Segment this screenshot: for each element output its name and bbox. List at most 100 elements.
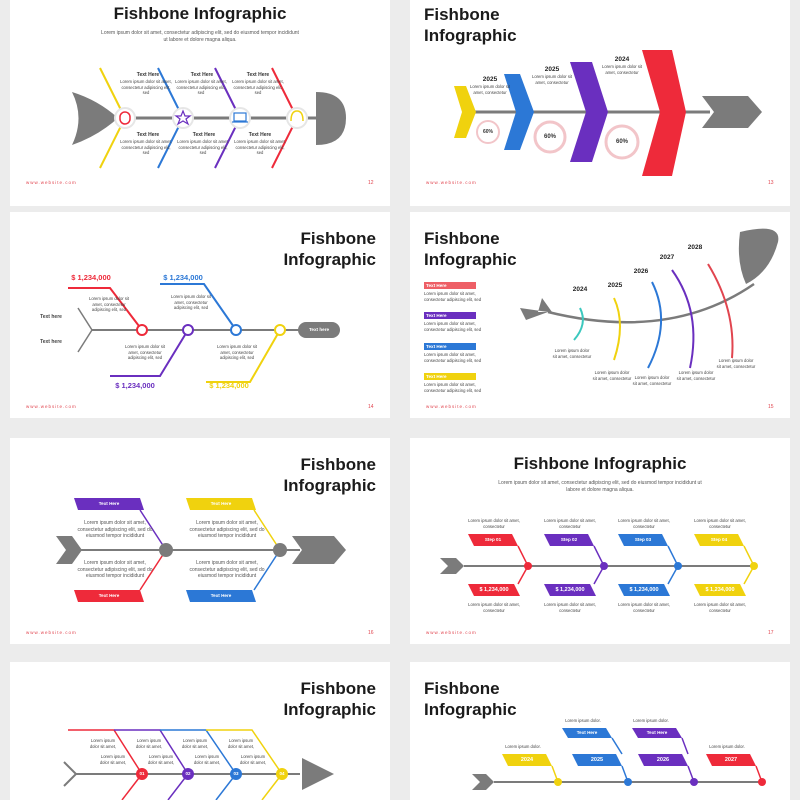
desc: Lorem ipsum dolor sit amet, consectetur — [544, 518, 596, 529]
footer-url[interactable]: www.website.com — [26, 404, 77, 409]
laptop-icon — [229, 107, 251, 129]
legend-label: Text Here — [426, 374, 447, 379]
text-here-button[interactable]: Text here — [308, 327, 330, 332]
page-number: 16 — [368, 630, 374, 636]
curved-fishbone-diagram — [424, 228, 779, 380]
money-label: $ 1,234,000 — [555, 587, 585, 593]
step-fishbone-diagram — [440, 534, 758, 596]
money-label: $ 1,234,000 — [115, 381, 155, 390]
desc: Lorem ipsum dolor sit amet, — [135, 738, 163, 749]
desc: Lorem ipsum dolor sit amet, consectetur … — [77, 520, 153, 539]
box-label: Text Here — [646, 730, 668, 735]
legend-desc: Lorem ipsum dolor sit amet, consectetur … — [424, 291, 482, 302]
page-number: 17 — [768, 630, 774, 636]
money-label: $ 1,234,000 — [163, 273, 203, 282]
footer-url[interactable]: www.website.com — [426, 404, 477, 409]
desc: Lorem ipsum dolor sit amet, consectetur — [676, 370, 716, 381]
pct-label: 60% — [615, 139, 628, 145]
desc: Lorem ipsum dolor sit amet, — [181, 738, 209, 749]
desc: Lorem ipsum dolor sit amet, consectetur — [552, 348, 592, 359]
desc: Lorem ipsum dolor sit amet, — [147, 754, 175, 765]
desc: Lorem ipsum dolor sit amet, consectetur … — [77, 560, 153, 579]
desc: Lorem ipsum dolor sit amet, consectetur — [531, 74, 573, 85]
fishbone-diagram — [72, 67, 346, 169]
step-label: Step 04 — [710, 537, 728, 542]
fish-head — [738, 228, 779, 284]
year-label: 2025 — [590, 757, 604, 763]
desc: Lorem ipsum dolor sit amet, consectetur — [469, 84, 511, 95]
year-label: 2027 — [659, 254, 675, 261]
desc: Lorem ipsum dolor sit amet, consectetur — [544, 602, 596, 613]
footer-url[interactable]: www.website.com — [26, 180, 77, 185]
step-label: Step 03 — [634, 537, 652, 542]
footer-url[interactable]: www.website.com — [426, 630, 477, 635]
node-number: 04 — [279, 771, 285, 776]
text-here-pill — [298, 322, 340, 338]
fishbone-diagram — [63, 729, 334, 800]
slide-title: Fishbone Infographic — [113, 4, 287, 23]
text-here-left: Text here — [40, 339, 62, 345]
pct-label: 60% — [543, 134, 556, 140]
slide-intro: Lorem ipsum dolor sit amet, consectetur … — [101, 30, 299, 43]
desc: Lorem ipsum dolor sit amet, consectetur — [632, 375, 672, 386]
label: Text Here — [248, 132, 272, 138]
slide-12[interactable]: Fishbone Infographic Lorem ipsum dolor s… — [10, 0, 390, 206]
desc: Lorem ipsum dolor. — [709, 744, 745, 749]
node-number: 03 — [233, 771, 239, 776]
node-number: 02 — [185, 771, 191, 776]
desc: Lorem ipsum dolor. — [565, 718, 601, 723]
step-label: Step 01 — [484, 537, 502, 542]
footer-url[interactable]: www.website.com — [26, 630, 77, 635]
year-label: 2024 — [572, 286, 588, 293]
desc: Lorem ipsum dolor sit amet, consectetur — [592, 370, 632, 381]
desc: Lorem ipsum dolor sit amet, — [89, 738, 117, 749]
box-label: Text Here — [576, 730, 598, 735]
legend-desc: Lorem ipsum dolor sit amet, consectetur … — [424, 321, 482, 332]
desc: Lorem ipsum dolor sit amet, consectetur … — [124, 344, 166, 360]
fishbone-diagram — [68, 283, 340, 383]
desc: Lorem ipsum dolor sit amet, consectetur … — [234, 139, 286, 155]
legend-label: Text Here — [426, 313, 447, 318]
slide-17[interactable]: Fishbone Infographic Lorem ipsum dolor s… — [410, 438, 790, 644]
year-label: 2025 — [544, 66, 560, 73]
year-label: 2024 — [614, 56, 630, 63]
label: Text Here — [136, 72, 160, 78]
label: Text Here — [136, 132, 160, 138]
desc: Lorem ipsum dolor sit amet, consectetur … — [88, 296, 130, 312]
money-label: $ 1,234,000 — [71, 273, 111, 282]
desc: Lorem ipsum dolor sit amet, consectetur — [601, 64, 643, 75]
mouse-icon — [114, 107, 136, 129]
year-label: 2028 — [687, 244, 703, 251]
label: Text Here — [192, 132, 216, 138]
desc: Lorem ipsum dolor sit amet, consectetur … — [189, 560, 265, 579]
node-number: 01 — [139, 771, 145, 776]
fishbone-diagram — [56, 498, 346, 602]
timeline-fishbone-diagram — [472, 728, 766, 790]
year-label: 2027 — [724, 757, 738, 763]
desc: Lorem ipsum dolor sit amet, consectetur — [618, 602, 670, 613]
desc: Lorem ipsum dolor sit amet, consectetur — [468, 602, 520, 613]
footer-url[interactable]: www.website.com — [426, 180, 477, 185]
step-label: Step 02 — [560, 537, 578, 542]
legend-label: Text Here — [426, 283, 447, 288]
desc: Lorem ipsum dolor sit amet, consectetur — [694, 518, 746, 529]
desc: Lorem ipsum dolor. — [633, 718, 669, 723]
slide-intro: Lorem ipsum dolor sit amet, consectetur … — [498, 480, 702, 493]
box-label: Text Here — [210, 501, 232, 506]
money-label: $ 1,234,000 — [705, 587, 735, 593]
box-label: Text Here — [98, 593, 120, 598]
year-label: 2024 — [520, 757, 534, 763]
pct-label: 60% — [482, 129, 493, 135]
desc: Lorem ipsum dolor. — [505, 744, 541, 749]
legend-desc: Lorem ipsum dolor sit amet, consectetur … — [424, 352, 482, 363]
text-here-left: Text here — [40, 314, 62, 320]
